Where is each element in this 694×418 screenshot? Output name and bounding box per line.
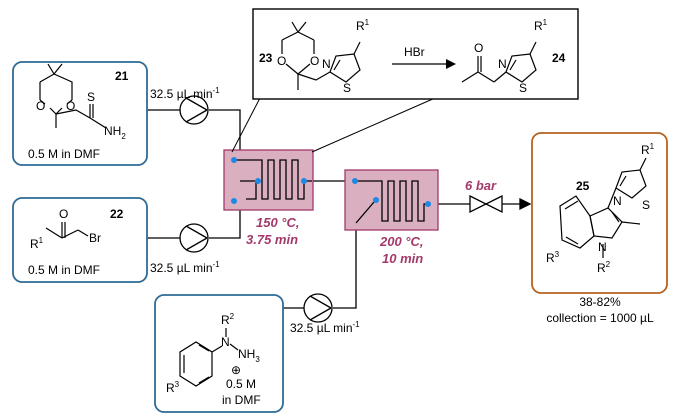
atom-nh3: NH3 [238,347,260,364]
pump-1 [179,95,209,125]
reactor-1-coil [232,159,312,200]
product-collection: collection = 1000 µL [546,311,654,325]
arrowhead-to-product [519,197,532,211]
compound-number-24: 24 [552,51,566,65]
reactor-2-body [344,169,439,231]
atom-n: N [598,240,607,254]
junction-dot [373,197,379,203]
reactor-1-time: 3.75 min [246,232,298,247]
atom-o: O [277,54,286,68]
reactor-1-temperature: 150 °C, [256,215,300,230]
junction-dot [255,178,261,184]
reagent-21-concentration: 0.5 M in DMF [28,147,100,161]
line-pump3-to-reactor2 [333,223,357,309]
atom-s: S [642,198,650,212]
line-pump1-to-mixer [209,109,241,160]
atom-o: O [66,99,75,113]
inset-callout-line [311,97,436,153]
positive-charge: ⊕ [231,363,241,377]
junction-dot [425,201,431,207]
compound-number-21: 21 [115,69,129,83]
compound-number-25: 25 [576,179,590,193]
reactor-2-temperature: 200 °C, [379,234,424,249]
atom-o: O [36,99,45,113]
hydrazine-concentration-line1: 0.5 M [226,377,256,391]
hydrazine-concentration-line2: in DMF [222,393,261,407]
atom-n: N [613,194,622,208]
pump-3 [303,293,333,323]
r1-group: R1 [534,18,548,33]
atom-o: O [59,207,68,221]
reagent-21-structure [39,63,107,129]
back-pressure-valve [469,194,503,214]
reagent-22-concentration: 0.5 M in DMF [28,263,100,277]
compound-23-structure [281,21,361,90]
reactor-2 [344,169,439,231]
atom-s: S [87,90,95,104]
back-pressure-label: 6 bar [465,178,497,193]
product-yield: 38-82% [579,295,621,309]
hydrazine-structure [179,328,239,387]
r2-group: R2 [221,312,235,327]
r1-group: R1 [641,142,655,157]
flow-rate-pump-3: 32.5 µL min-1 [290,320,360,335]
compound-24-structure [461,41,537,83]
atom-n: N [221,335,230,349]
atom-n: N [498,57,507,71]
atom-br: Br [89,231,101,245]
junction-dot [352,178,358,184]
hbr-arrowhead [446,59,456,69]
flow-rate-pump-1: 32.5 µL min-1 [150,86,220,101]
hbr-reagent: HBr [404,45,425,59]
atom-s: S [343,81,351,95]
atom-nh2: NH2 [104,124,126,141]
reagent-22-box [12,197,148,283]
product-box [531,132,668,294]
flow-lines [146,109,532,309]
junction-dot [301,178,307,184]
reagent-21-box [12,61,148,166]
reactor-1 [223,149,314,211]
product-25-structure [559,157,647,258]
inset-callout-line [231,97,261,153]
compound-number-23: 23 [259,51,273,65]
compound-number-22: 22 [110,207,124,221]
reactor-2-time: 10 min [382,251,423,266]
r1-group: R1 [356,18,370,33]
pump-2 [179,223,209,253]
atom-o: O [474,41,483,55]
reactor-2-coil [354,180,430,224]
junction-dot [231,157,237,163]
atom-o: O [310,54,319,68]
junction-dot [231,198,237,204]
flow-rate-pump-2: 32.5 µL min-1 [150,260,220,275]
hydrazine-box [154,294,284,413]
r2-group: R2 [597,260,611,275]
inset-box [252,8,579,100]
r1-group: R1 [30,236,44,251]
r3-group: R3 [166,380,180,395]
atom-n: N [322,57,331,71]
reagent-22-structure [45,222,89,239]
r3-group: R3 [546,250,560,265]
atom-s: S [519,81,527,95]
